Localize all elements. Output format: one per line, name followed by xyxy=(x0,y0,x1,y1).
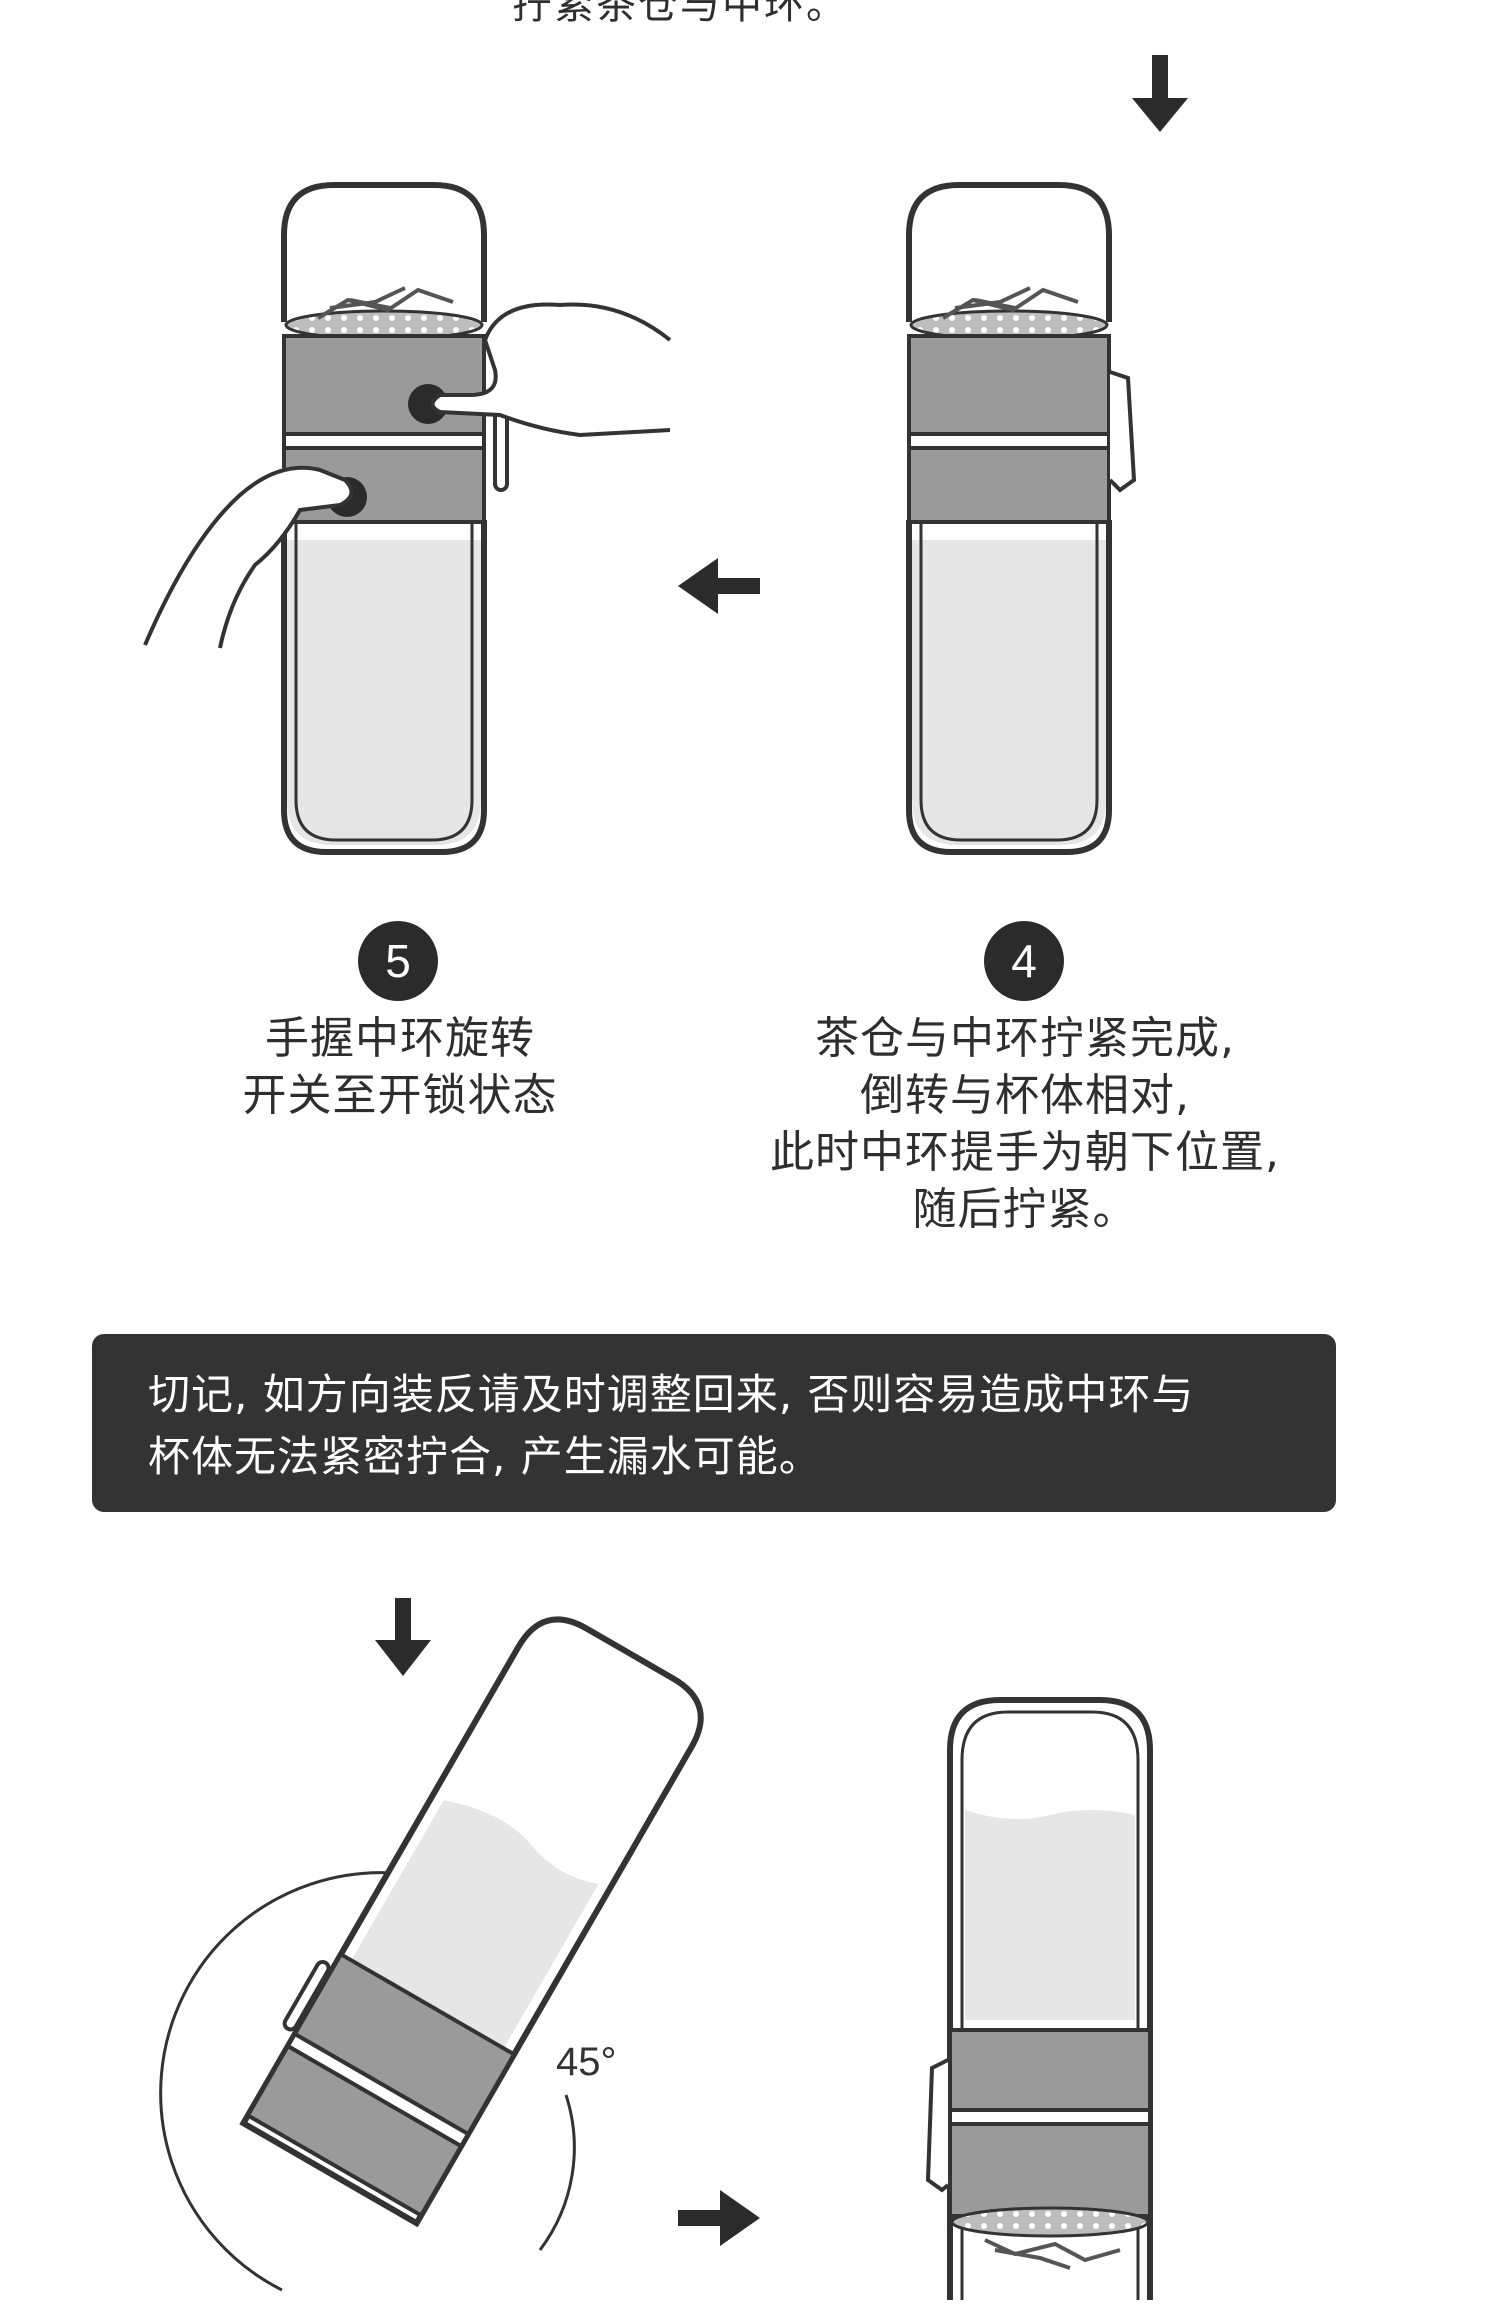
step-4-line: 随后拧紧。 xyxy=(912,1184,1138,1235)
arrow-right-icon xyxy=(678,2190,760,2246)
angle-label: 45° xyxy=(556,2040,617,2084)
step-5-caption: 手握中环旋转 开关至开锁状态 xyxy=(170,1010,630,1124)
hand-icon xyxy=(143,302,672,649)
top-caption: 拧紧茶仓与中环。 xyxy=(512,0,848,28)
step-4-caption: 茶仓与中环拧紧完成, 倒转与杯体相对, 此时中环提手为朝下位置, 随后拧紧。 xyxy=(740,1010,1310,1238)
bottle-tilted-illustration xyxy=(159,1616,704,2292)
bottle-upright-illustration xyxy=(925,1697,1153,2300)
step-5-badge: 5 xyxy=(358,921,438,1001)
arrow-left-icon xyxy=(678,558,760,614)
step-5-line: 手握中环旋转 xyxy=(265,1013,535,1064)
notice-line: 杯体无法紧密拧合, 产生漏水可能。 xyxy=(148,1432,822,1481)
arrow-down-icon xyxy=(375,1598,431,1676)
bottle-step5-illustration xyxy=(281,182,509,855)
bottle-step4-illustration xyxy=(906,182,1137,855)
step-4-badge: 4 xyxy=(984,921,1064,1001)
step-4-line: 倒转与杯体相对, xyxy=(860,1070,1190,1121)
arrow-down-icon xyxy=(1132,55,1188,132)
step-4-line: 此时中环提手为朝下位置, xyxy=(770,1127,1280,1178)
notice-line: 切记, 如方向装反请及时调整回来, 否则容易造成中环与 xyxy=(148,1370,1195,1419)
step-5-line: 开关至开锁状态 xyxy=(242,1070,558,1121)
step-4-line: 茶仓与中环拧紧完成, xyxy=(815,1013,1235,1064)
warning-notice: 切记, 如方向装反请及时调整回来, 否则容易造成中环与 杯体无法紧密拧合, 产生… xyxy=(92,1334,1336,1512)
